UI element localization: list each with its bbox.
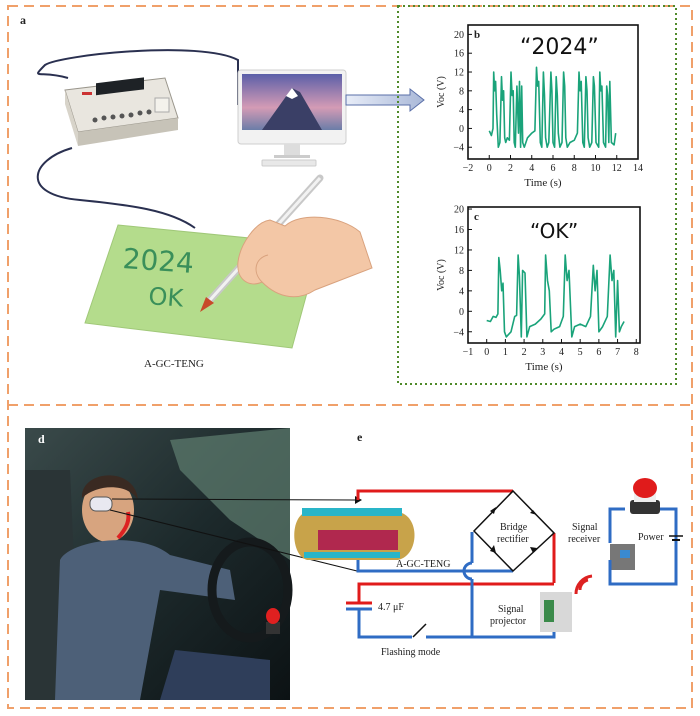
projector-label-line1: Signal bbox=[498, 604, 524, 615]
electrometer-icon bbox=[64, 77, 179, 146]
x-tick-label: −1 bbox=[463, 347, 474, 358]
panel-label-a: a bbox=[20, 13, 26, 27]
y-tick-label: 20 bbox=[454, 30, 464, 41]
x-axis-label: Time (s) bbox=[525, 361, 563, 373]
bridge-label-line2: rectifier bbox=[497, 534, 529, 545]
x-tick-label: 12 bbox=[612, 163, 622, 174]
projector-label-line2: projector bbox=[490, 616, 527, 627]
y-tick-label: −4 bbox=[453, 327, 464, 338]
receiver-label-line2: receiver bbox=[568, 534, 601, 545]
driver-photo bbox=[25, 428, 293, 700]
outer-frame bbox=[7, 5, 693, 709]
y-tick-label: 4 bbox=[459, 105, 464, 116]
y-tick-label: 0 bbox=[459, 307, 464, 318]
pointer-line-top bbox=[111, 498, 356, 501]
chart-title: “OK” bbox=[530, 219, 578, 243]
x-tick-label: 5 bbox=[578, 347, 583, 358]
x-tick-label: 1 bbox=[503, 347, 508, 358]
results-box bbox=[397, 5, 677, 385]
panel-label-d: d bbox=[38, 432, 45, 446]
y-axis-label: Voc (V) bbox=[436, 259, 447, 291]
chart-b: −2 0 2 4 6 8 10 12 14 −4 0 4 8 12 16 20 b “2024” Time (s) V… bbox=[436, 24, 643, 189]
power-label: Power bbox=[638, 532, 664, 543]
plot-frame bbox=[467, 206, 641, 344]
y-tick-label: 16 bbox=[454, 225, 464, 236]
y-tick-label: 8 bbox=[459, 266, 464, 277]
panel-label-e: e bbox=[357, 430, 363, 444]
x-axis-label: Time (s) bbox=[524, 177, 562, 189]
cable-meter-pad bbox=[36, 147, 196, 229]
x-tick-label: 14 bbox=[633, 163, 643, 174]
y-tick-label: 4 bbox=[459, 286, 464, 297]
voltage-trace-b bbox=[488, 66, 617, 148]
pointer-line-bottom bbox=[109, 509, 358, 572]
computer-monitor-icon bbox=[237, 69, 347, 167]
x-tick-label: 10 bbox=[591, 163, 601, 174]
x-tick-label: 0 bbox=[487, 163, 492, 174]
x-tick-label: 4 bbox=[559, 347, 564, 358]
pad-text-2024: 2024 bbox=[122, 242, 195, 280]
x-tick-label: 0 bbox=[484, 347, 489, 358]
y-tick-label: 16 bbox=[454, 49, 464, 60]
receiver-label-line1: Signal bbox=[572, 522, 598, 533]
x-tick-label: 4 bbox=[529, 163, 534, 174]
x-tick-label: 8 bbox=[572, 163, 577, 174]
x-tick-label: 2 bbox=[522, 347, 527, 358]
voltage-trace-c bbox=[486, 254, 625, 338]
y-tick-label: 12 bbox=[454, 68, 464, 79]
y-tick-label: 12 bbox=[454, 245, 464, 256]
panel-label-b: b bbox=[474, 29, 480, 41]
x-tick-label: 6 bbox=[596, 347, 601, 358]
capacitor-label: 4.7 μF bbox=[378, 602, 404, 613]
y-tick-label: 0 bbox=[459, 124, 464, 135]
circuit-diagram bbox=[294, 478, 683, 639]
x-tick-label: 3 bbox=[540, 347, 545, 358]
device-label-a-gc-teng: A-GC-TENG bbox=[144, 358, 204, 370]
x-tick-label: −2 bbox=[463, 163, 474, 174]
circuit-label-a-gc-teng: A-GC-TENG bbox=[396, 559, 450, 570]
bridge-label-line1: Bridge bbox=[500, 522, 528, 533]
panel-label-c: c bbox=[474, 211, 479, 223]
y-tick-label: 20 bbox=[454, 205, 464, 216]
switch-label: Flashing mode bbox=[381, 647, 441, 658]
y-tick-label: −4 bbox=[453, 143, 464, 154]
x-tick-label: 7 bbox=[615, 347, 620, 358]
data-flow-arrow bbox=[345, 87, 425, 113]
pad-text-ok: OK bbox=[148, 282, 186, 312]
x-tick-label: 8 bbox=[634, 347, 639, 358]
chart-title: “2024” bbox=[520, 35, 599, 60]
x-tick-label: 2 bbox=[508, 163, 513, 174]
x-tick-label: 6 bbox=[551, 163, 556, 174]
y-axis-label: Voc (V) bbox=[436, 76, 447, 108]
y-tick-label: 8 bbox=[459, 86, 464, 97]
hand-holding-pen-icon bbox=[200, 174, 373, 312]
cable-meter-computer bbox=[37, 49, 239, 105]
